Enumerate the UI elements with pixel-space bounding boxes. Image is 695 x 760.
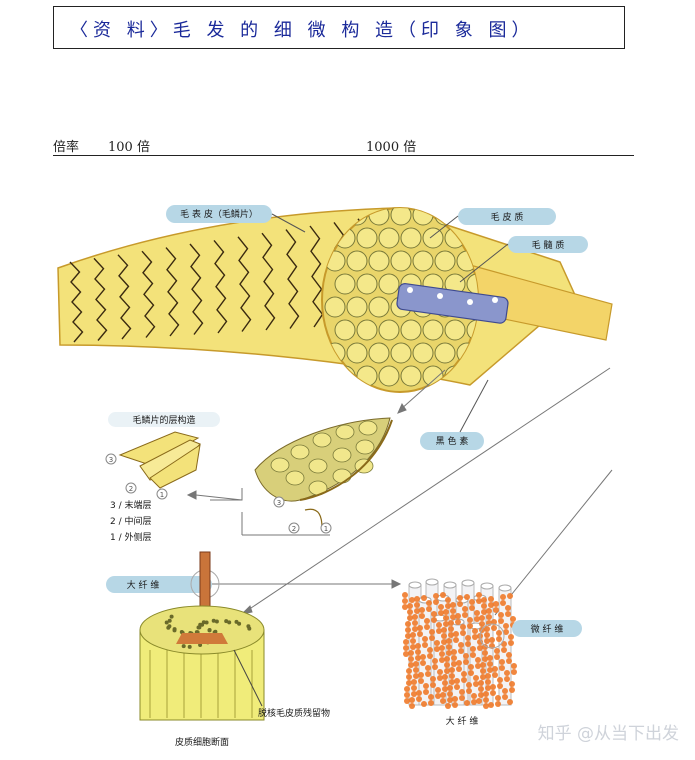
medulla-core	[396, 283, 509, 324]
svg-text:大 纤 维: 大 纤 维	[127, 579, 160, 591]
hair-shaft	[57, 207, 613, 393]
scale-divider	[53, 155, 634, 156]
scale-1000x: 1000 倍	[366, 140, 417, 155]
svg-text:3 / 末端层: 3 / 末端层	[110, 499, 151, 511]
svg-text:2: 2	[292, 525, 296, 533]
svg-text:毛 表 皮（毛鳞片）: 毛 表 皮（毛鳞片）	[180, 208, 258, 220]
page-title: 〈资 料〉毛 发 的 细 微 构 造（印 象 图）	[70, 20, 535, 41]
connector-arrows	[186, 367, 613, 616]
label-nucleus-remnant: 脱核毛皮质残留物	[258, 707, 330, 719]
svg-text:微 纤 维: 微 纤 维	[531, 623, 564, 635]
svg-text:1: 1	[324, 525, 328, 533]
cuticle-layer-detail: 毛鳞片的层构造 3 2 1 3 / 末端层 2 / 中间层 1 / 外侧层	[105, 412, 220, 543]
label-macrofibril: 大 纤 维	[446, 715, 479, 727]
cortex-wedge-detail: 3 2 1	[254, 417, 393, 534]
label-melanin: 黑 色 素	[420, 379, 489, 450]
microfibril-bundle: 微 纤 维 大 纤 维	[402, 578, 582, 727]
label-cuticle: 毛 表 皮（毛鳞片）	[166, 205, 306, 233]
label-cortex-cell-section: 皮质细胞断面	[175, 736, 229, 748]
svg-text:2: 2	[129, 485, 133, 493]
svg-text:1 / 外侧层: 1 / 外侧层	[110, 531, 151, 543]
watermark: 知乎 @从当下出发	[537, 724, 679, 744]
label-cortex: 毛 皮 质	[429, 208, 556, 239]
svg-text:3: 3	[277, 499, 281, 507]
scale-100x: 100 倍	[108, 140, 150, 155]
scale-label: 倍率	[53, 140, 80, 155]
svg-text:毛 髓 质: 毛 髓 质	[532, 239, 565, 251]
svg-text:1: 1	[160, 491, 164, 499]
svg-text:毛 皮 质: 毛 皮 质	[491, 211, 524, 223]
svg-text:2 / 中间层: 2 / 中间层	[110, 515, 151, 527]
svg-text:毛鳞片的层构造: 毛鳞片的层构造	[132, 414, 195, 426]
svg-text:黑 色 素: 黑 色 素	[436, 435, 469, 447]
macrofibril-bundle: 大 纤 维 脱核毛皮质残留物 皮质细胞断面	[106, 551, 330, 748]
label-medulla: 毛 髓 质	[459, 236, 588, 283]
cuticle-scale-edges	[69, 218, 372, 343]
svg-text:3: 3	[109, 456, 113, 464]
title-box: 〈资 料〉毛 发 的 细 微 构 造（印 象 图）	[53, 6, 625, 49]
